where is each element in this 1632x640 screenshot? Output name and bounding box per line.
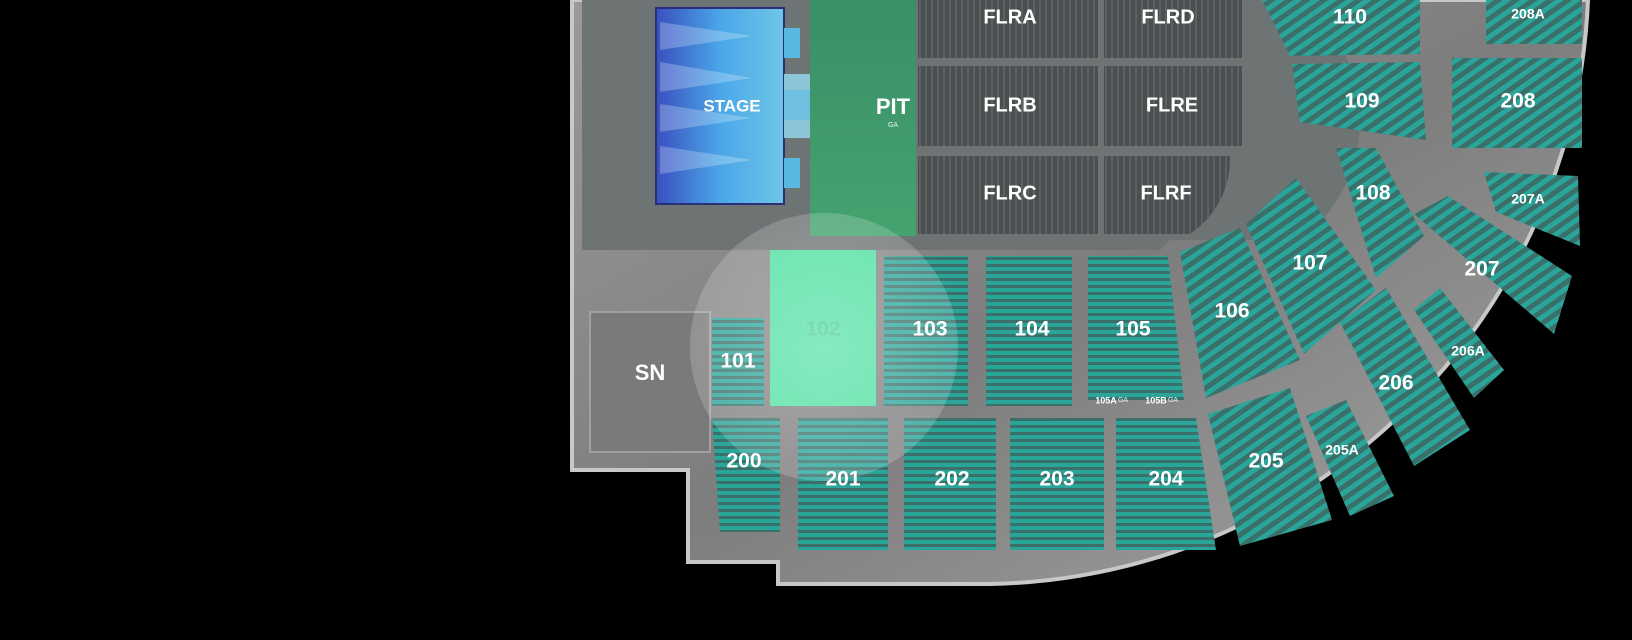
selection-highlight: [690, 213, 958, 481]
section-tag: GA: [1168, 397, 1178, 404]
section-flrb[interactable]: FLRB: [918, 66, 1098, 146]
section-106[interactable]: 106: [1180, 228, 1300, 398]
upper-level-sections: 200 201 202 203 204 205 205A 206: [712, 0, 1582, 550]
section-205a[interactable]: 205A: [1306, 400, 1394, 516]
section-label: 203: [1039, 468, 1074, 491]
pit-label: PIT: [876, 94, 911, 119]
lower-ring-sections: 106 107 108 109 110: [1180, 0, 1426, 398]
section-206a[interactable]: 206A: [1414, 288, 1504, 398]
section-label: 208A: [1511, 6, 1544, 22]
section-109[interactable]: 109: [1292, 62, 1426, 140]
section-203[interactable]: 203: [1010, 418, 1104, 550]
section-label: FLRB: [983, 94, 1036, 116]
section-108[interactable]: 108: [1336, 148, 1424, 278]
section-label: 208: [1500, 90, 1535, 113]
section-flrf[interactable]: FLRF: [1104, 156, 1231, 234]
sn-label: SN: [635, 360, 666, 385]
section-label: 202: [934, 468, 969, 491]
section-105[interactable]: 105: [1088, 256, 1184, 400]
section-label: 106: [1214, 300, 1249, 323]
section-208[interactable]: 208: [1452, 58, 1582, 148]
section-label: 207: [1464, 258, 1499, 281]
section-label: 109: [1344, 90, 1379, 113]
section-label: FLRC: [983, 182, 1036, 204]
section-label: FLRE: [1146, 94, 1198, 116]
section-flre[interactable]: FLRE: [1104, 66, 1242, 146]
section-label: FLRA: [983, 6, 1036, 28]
stage-label: STAGE: [703, 96, 760, 115]
section-flrc[interactable]: FLRC: [918, 156, 1098, 234]
section-208a[interactable]: 208A: [1486, 0, 1582, 44]
section-label: 205: [1248, 450, 1283, 473]
section-label: 105A: [1095, 395, 1117, 405]
section-label: 105B: [1145, 395, 1167, 405]
section-label: 206: [1378, 372, 1413, 395]
floor-sections: FLRA FLRD FLRB FLRE FLRC FLRF: [918, 0, 1242, 234]
section-label: 204: [1148, 468, 1183, 491]
section-flrd[interactable]: FLRD: [1104, 0, 1242, 58]
section-label: 104: [1014, 318, 1049, 341]
section-label: 105: [1115, 318, 1150, 341]
section-204[interactable]: 204: [1116, 418, 1216, 550]
section-label: 206A: [1451, 343, 1484, 359]
section-label: 107: [1292, 252, 1327, 275]
section-105b[interactable]: 105B GA: [1145, 395, 1178, 405]
section-110[interactable]: 110: [1262, 0, 1420, 56]
section-205[interactable]: 205: [1208, 388, 1332, 546]
section-flra[interactable]: FLRA: [918, 0, 1098, 58]
section-206[interactable]: 206: [1340, 288, 1470, 466]
section-label: 207A: [1511, 191, 1544, 207]
section-pit[interactable]: PIT GA: [810, 0, 916, 236]
section-sn[interactable]: SN: [589, 311, 711, 453]
section-105a[interactable]: 105A GA: [1095, 395, 1128, 405]
pit-tag: GA: [888, 122, 898, 129]
section-label: FLRD: [1141, 6, 1194, 28]
section-tag: GA: [1118, 397, 1128, 404]
section-207[interactable]: 207: [1414, 196, 1572, 334]
stage-light-beams: [660, 22, 752, 174]
section-104[interactable]: 104: [986, 256, 1072, 406]
section-207a[interactable]: 207A: [1484, 172, 1580, 246]
section-label: 205A: [1325, 442, 1358, 458]
section-107[interactable]: 107: [1246, 178, 1376, 354]
section-label: FLRF: [1140, 182, 1191, 204]
section-label: 110: [1333, 6, 1367, 29]
section-label: 108: [1355, 182, 1390, 205]
